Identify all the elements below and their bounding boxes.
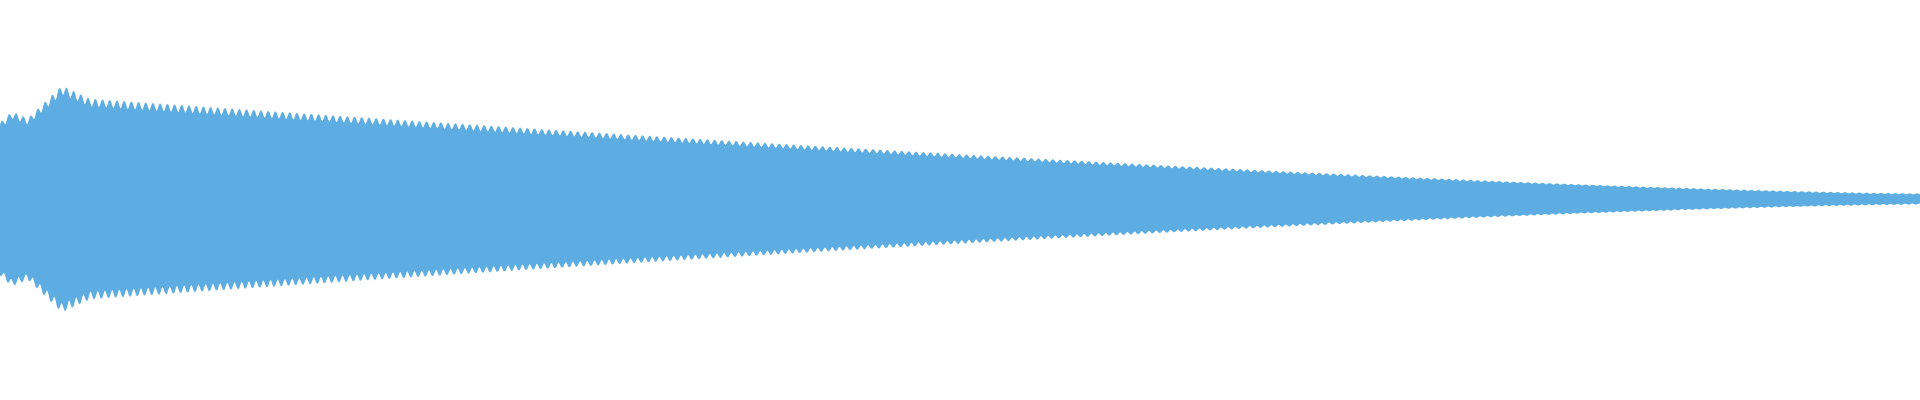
waveform-shape [0, 87, 1920, 312]
